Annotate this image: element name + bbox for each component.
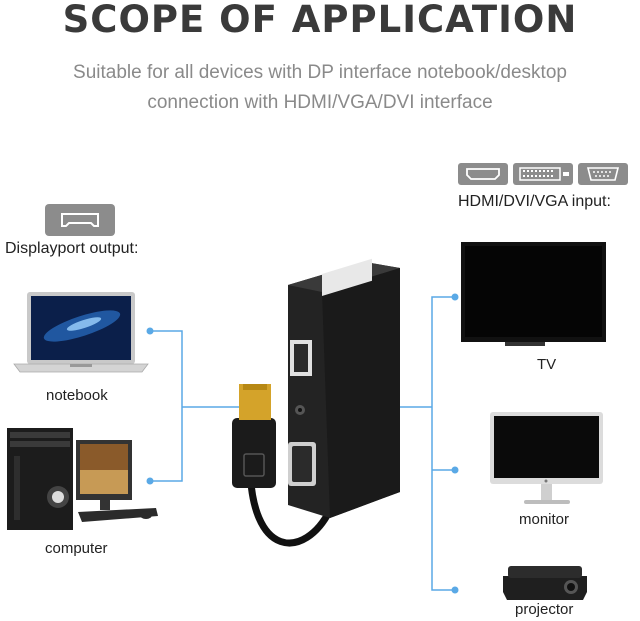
notebook-image <box>13 292 149 373</box>
vga-port-icon <box>578 163 628 185</box>
adapter-image <box>232 258 400 547</box>
connector-dots <box>146 293 459 594</box>
subtitle: Suitable for all devices with DP interfa… <box>0 58 640 118</box>
computer-image <box>7 428 158 530</box>
displayport-icon <box>45 204 115 236</box>
notebook-label: notebook <box>46 387 108 404</box>
connector-lines <box>150 296 455 591</box>
projector-label: projector <box>515 601 574 618</box>
monitor-label: monitor <box>519 511 570 528</box>
subtitle-line-1: Suitable for all devices with DP interfa… <box>73 62 567 83</box>
computer-label: computer <box>45 540 108 557</box>
subtitle-line-2: connection with HDMI/VGA/DVI interface <box>147 92 493 113</box>
monitor-image <box>490 412 603 504</box>
projector-image <box>503 566 587 600</box>
displayport-output-label: Displayport output: <box>5 240 139 257</box>
page-title: SCOPE OF APPLICATION <box>62 0 578 41</box>
hdmi-dvi-vga-input-label: HDMI/DVI/VGA input: <box>458 193 611 210</box>
tv-label: TV <box>537 356 557 373</box>
dvi-port-icon <box>513 163 573 185</box>
tv-image <box>461 242 606 346</box>
hdmi-port-icon <box>458 163 508 185</box>
